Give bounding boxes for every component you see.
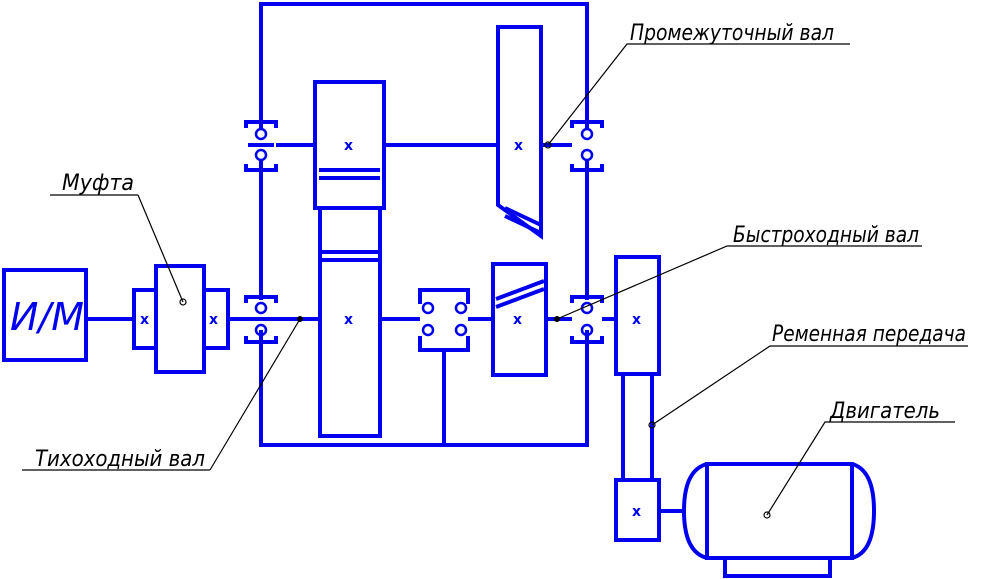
bearing-middle-pair xyxy=(418,288,470,352)
bearing-left-bottom xyxy=(244,295,278,344)
motor-block xyxy=(681,462,877,578)
motor-label: Двигатель xyxy=(829,399,940,424)
belt-drive-label: Ременная передача xyxy=(772,322,966,347)
intermediate-wheel-gear: x xyxy=(313,80,386,210)
bearing-right-top xyxy=(570,120,604,172)
working-machine-label: И/М xyxy=(10,295,84,339)
low-speed-wheel-gear: x xyxy=(318,206,382,438)
coupling-right-x-mark: x xyxy=(209,312,218,328)
intermediate-helical-gear: x xyxy=(496,25,543,240)
coupling-block: x x xyxy=(132,264,230,374)
high-speed-pinion-x-mark: x xyxy=(513,312,522,328)
leader-dots xyxy=(179,141,771,519)
gearbox-housing xyxy=(259,2,589,447)
coupling-left-x-mark: x xyxy=(140,312,149,328)
intermediate-wheel-x-mark: x xyxy=(344,138,353,154)
working-machine-block: И/М xyxy=(2,268,88,362)
bearing-right-bottom xyxy=(570,295,604,344)
belt-drive-block: x x xyxy=(614,255,661,542)
drive-pulley-x-mark: x xyxy=(632,504,641,520)
bearing-left-top xyxy=(244,120,278,172)
coupling-label: Муфта xyxy=(62,171,134,196)
driven-pulley-x-mark: x xyxy=(632,312,641,328)
low-speed-shaft-label: Тихоходный вал xyxy=(35,447,205,472)
intermediate-shaft-label: Промежуточный вал xyxy=(630,21,834,46)
intermediate-helical-x-mark: x xyxy=(514,138,523,154)
low-speed-wheel-x-mark: x xyxy=(344,312,353,328)
leader-lines xyxy=(22,43,968,516)
high-speed-pinion-gear: x xyxy=(491,262,548,377)
high-speed-shaft-label: Быстроходный вал xyxy=(733,223,919,248)
